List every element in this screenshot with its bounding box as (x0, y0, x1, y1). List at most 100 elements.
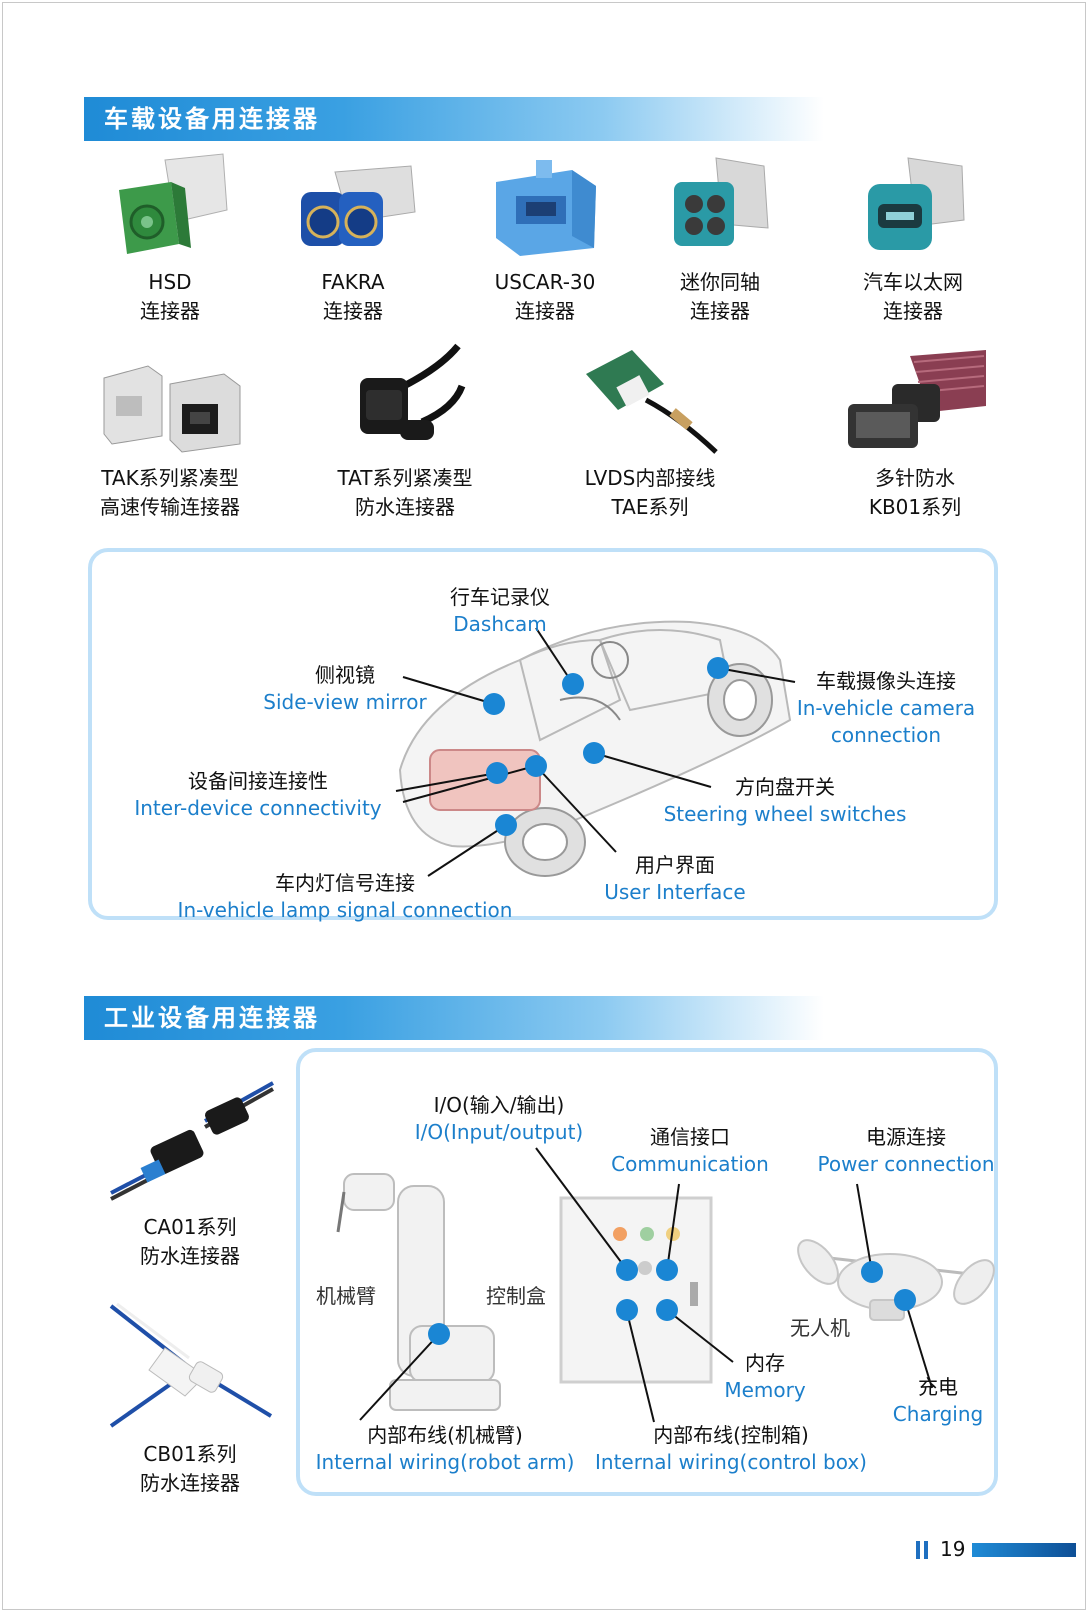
callout-en: Charging (892, 1402, 984, 1426)
tat-connector-image (360, 343, 466, 440)
dot-dashcam (562, 673, 584, 695)
dot-camera (707, 657, 729, 679)
callout-charging: 充电 Charging (880, 1374, 996, 1428)
section-title-industrial: 工业设备用连接器 (84, 996, 824, 1040)
product-sub: TAE系列 (611, 495, 689, 519)
product-sub: 连接器 (883, 299, 943, 323)
cb01-connector-image (109, 1302, 273, 1428)
callout-io: I/O(输入/输出) I/O(Input/output) (404, 1092, 594, 1146)
dot-communication (656, 1259, 678, 1281)
robot-arm-illustration (336, 1173, 501, 1411)
product-mini-coax: 迷你同轴 连接器 (645, 152, 795, 326)
product-name: HSD (148, 270, 192, 294)
callout-en: In-vehicle camera (796, 696, 976, 720)
control-box-illustration (559, 1196, 713, 1384)
dot-side-mirror (483, 693, 505, 715)
dot-charging (894, 1289, 916, 1311)
product-sub: 连接器 (515, 299, 575, 323)
callout-en: Side-view mirror (263, 690, 427, 714)
callout-en: In-vehicle lamp signal connection (177, 898, 513, 922)
callout-en: I/O(Input/output) (414, 1120, 584, 1144)
callout-en: Communication (611, 1152, 769, 1176)
hsd-connector-image (119, 153, 228, 254)
product-name: TAT系列紧凑型 (337, 466, 473, 490)
tak-connector-image (103, 365, 241, 453)
callout-zh: 通信接口 (650, 1125, 730, 1149)
product-name: CA01系列 (143, 1215, 237, 1239)
product-ca01: CA01系列 防水连接器 (100, 1075, 280, 1271)
callout-communication: 通信接口 Communication (600, 1124, 780, 1178)
callout-steering: 方向盘开关 Steering wheel switches (650, 774, 920, 828)
product-sub: 防水连接器 (355, 495, 455, 519)
callout-zh: I/O(输入/输出) (433, 1093, 565, 1117)
dot-memory (656, 1299, 678, 1321)
product-auto-ethernet: 汽车以太网 连接器 (828, 152, 998, 326)
callout-zh: 车内灯信号连接 (275, 871, 415, 895)
product-kb01: 多针防水 KB01系列 (825, 348, 1005, 522)
dot-io (616, 1259, 638, 1281)
callout-power: 电源连接 Power connection (806, 1124, 1006, 1178)
callout-en: User Interface (604, 880, 746, 904)
callout-zh: 电源连接 (866, 1125, 946, 1149)
callout-zh: 充电 (918, 1375, 958, 1399)
dot-steering (583, 742, 605, 764)
uscar30-connector-image (496, 160, 596, 256)
callout-en: Memory (724, 1378, 806, 1402)
callout-zh: 方向盘开关 (735, 775, 835, 799)
callout-wiring-arm: 内部布线(机械臂) Internal wiring(robot arm) (314, 1422, 576, 1476)
callout-memory: 内存 Memory (712, 1350, 818, 1404)
page-number: 19 (940, 1537, 966, 1561)
callout-zh: 车载摄像头连接 (816, 669, 956, 693)
callout-user-interface: 用户界面 User Interface (590, 852, 760, 906)
product-tak: TAK系列紧凑型 高速传输连接器 (85, 348, 255, 522)
callout-zh: 用户界面 (635, 853, 715, 877)
product-sub: 防水连接器 (140, 1471, 240, 1495)
callout-en2: connection (830, 723, 942, 747)
product-sub: KB01系列 (868, 495, 962, 519)
product-sub: 高速传输连接器 (100, 495, 240, 519)
callout-en: Dashcam (453, 612, 547, 636)
page-number-decoration (916, 1541, 1076, 1559)
callout-en: Power connection (817, 1152, 995, 1176)
product-sub: 连接器 (323, 299, 383, 323)
dot-user-interface (525, 755, 547, 777)
callout-zh: 行车记录仪 (450, 585, 550, 609)
dot-power (861, 1261, 883, 1283)
product-name: 迷你同轴 (680, 270, 760, 294)
callout-zh: 内部布线(机械臂) (367, 1423, 523, 1447)
product-tat: TAT系列紧凑型 防水连接器 (310, 338, 500, 522)
dot-inter-device (486, 762, 508, 784)
section-title-automotive: 车载设备用连接器 (84, 97, 824, 141)
product-lvds: LVDS内部接线 TAE系列 (555, 344, 745, 522)
product-sub: 防水连接器 (140, 1244, 240, 1268)
dot-lamp (495, 814, 517, 836)
mini-coax-connector-image (674, 157, 769, 246)
product-name: LVDS内部接线 (584, 466, 716, 490)
label-drone: 无人机 (790, 1316, 850, 1340)
product-name: FAKRA (321, 270, 385, 294)
lvds-cable-image (586, 350, 718, 454)
industrial-connection-points (428, 1259, 916, 1345)
product-cb01: CB01系列 防水连接器 (100, 1300, 280, 1498)
product-name: USCAR-30 (494, 270, 596, 294)
product-sub: 连接器 (140, 299, 200, 323)
product-sub: 连接器 (690, 299, 750, 323)
callout-lamp: 车内灯信号连接 In-vehicle lamp signal connectio… (150, 870, 540, 924)
callout-zh: 侧视镜 (315, 663, 375, 687)
callout-side-mirror: 侧视镜 Side-view mirror (250, 662, 440, 716)
callout-en: Inter-device connectivity (134, 796, 382, 820)
product-name: CB01系列 (143, 1442, 237, 1466)
ca01-connector-image (110, 1081, 274, 1201)
callout-en: Internal wiring(robot arm) (315, 1450, 575, 1474)
callout-wiring-box: 内部布线(控制箱) Internal wiring(control box) (590, 1422, 872, 1476)
label-control-box: 控制盒 (486, 1284, 546, 1308)
callout-en: Internal wiring(control box) (595, 1450, 867, 1474)
callout-inter-device: 设备间接连接性 Inter-device connectivity (118, 768, 398, 822)
callout-zh: 内部布线(控制箱) (653, 1423, 809, 1447)
product-fakra: FAKRA 连接器 (278, 152, 428, 326)
callout-en: Steering wheel switches (663, 802, 907, 826)
product-name: TAK系列紧凑型 (101, 466, 239, 490)
callout-zh: 设备间接连接性 (188, 769, 328, 793)
